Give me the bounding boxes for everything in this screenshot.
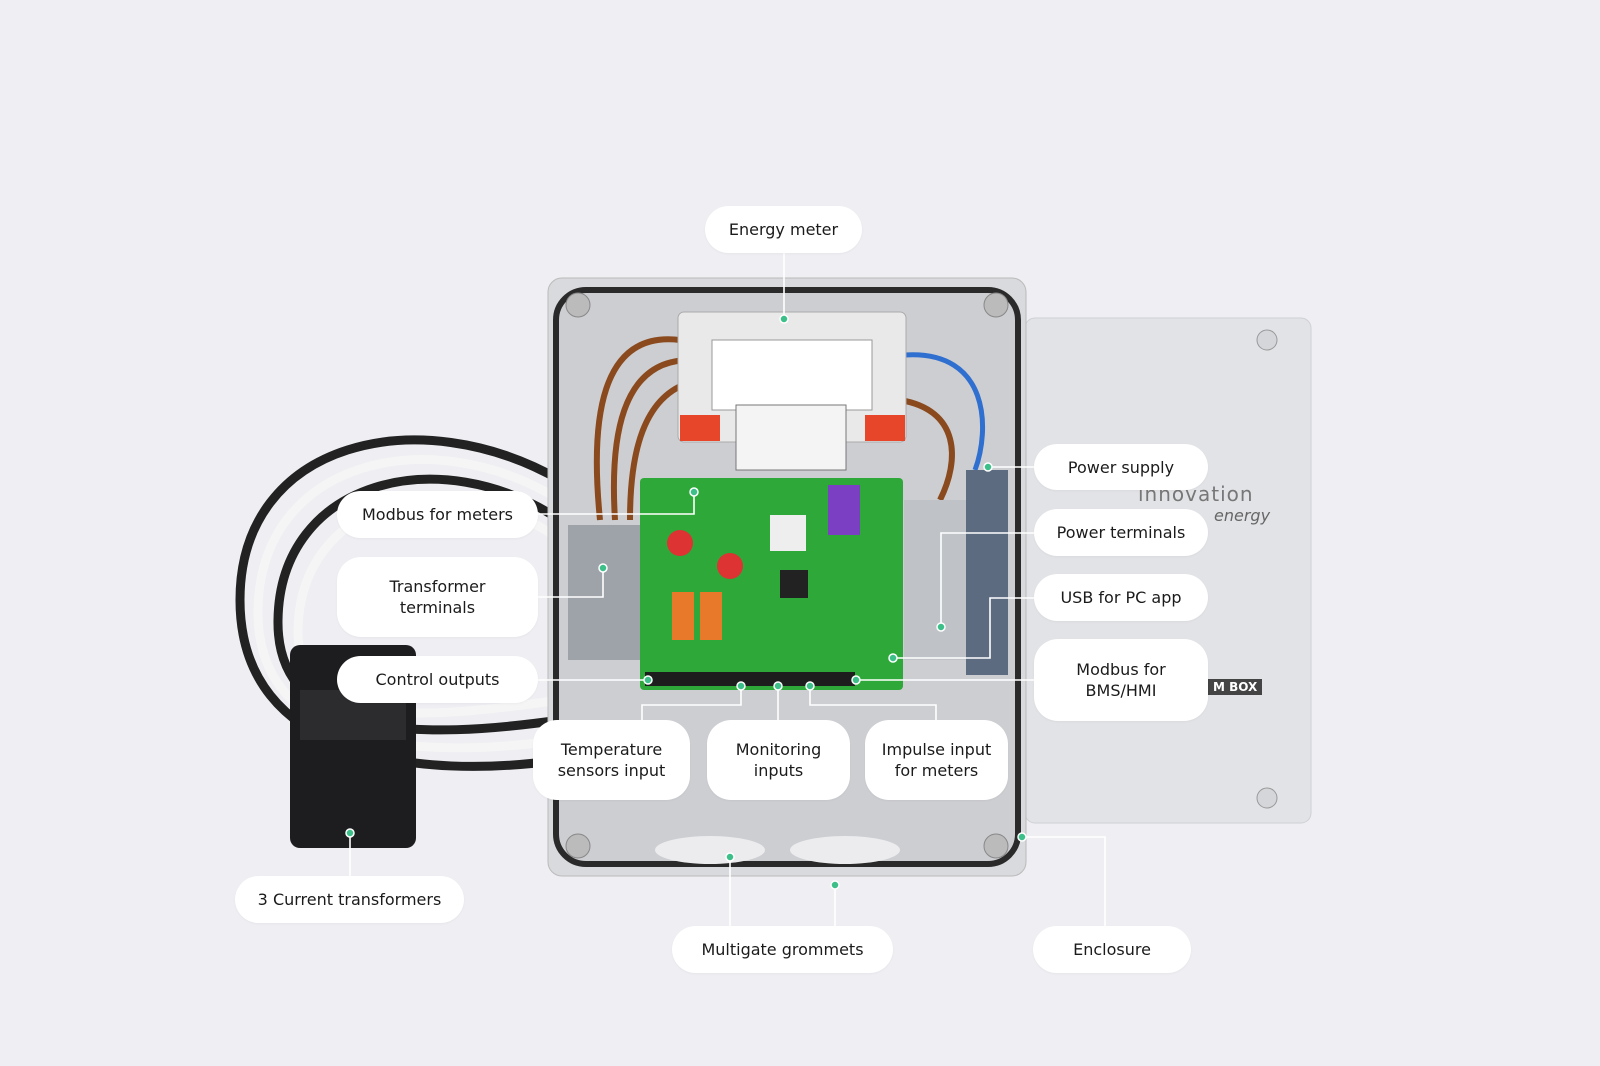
power-supply-module: [966, 470, 1008, 675]
marker-dot: [598, 563, 608, 573]
marker-dot: [773, 681, 783, 691]
grommet: [655, 836, 765, 864]
label-power-terminals: Power terminals: [1034, 509, 1208, 556]
screw-icon: [1256, 329, 1278, 351]
screw-icon: [1256, 787, 1278, 809]
label-temperature-sensors: Temperature sensors input: [533, 720, 690, 800]
brand-logo-sub: energy: [1214, 506, 1271, 525]
label-impulse-input: Impulse input for meters: [865, 720, 1008, 800]
enclosure-cover: [1024, 317, 1312, 824]
marker-dot: [805, 681, 815, 691]
label-power-supply: Power supply: [1034, 444, 1208, 490]
marker-dot: [345, 828, 355, 838]
marker-dot: [851, 675, 861, 685]
label-enclosure: Enclosure: [1033, 926, 1191, 973]
power-terminal-block: [904, 500, 966, 660]
marker-dot: [983, 462, 993, 472]
label-control-outputs: Control outputs: [337, 656, 538, 703]
transformer-terminal-block: [568, 525, 640, 660]
box-tag: M BOX: [1208, 679, 1263, 695]
label-current-transformers: 3 Current transformers: [235, 876, 464, 923]
marker-dot: [888, 653, 898, 663]
grommet: [790, 836, 900, 864]
label-modbus-meters: Modbus for meters: [337, 491, 538, 538]
label-usb-pc-app: USB for PC app: [1034, 574, 1208, 621]
marker-dot: [779, 314, 789, 324]
marker-dot: [725, 852, 735, 862]
marker-dot: [830, 880, 840, 890]
marker-dot: [1017, 832, 1027, 842]
label-multigate-grommets: Multigate grommets: [672, 926, 893, 973]
marker-dot: [936, 622, 946, 632]
marker-dot: [643, 675, 653, 685]
marker-dot: [689, 487, 699, 497]
controller-pcb: [640, 478, 903, 690]
label-monitoring-inputs: Monitoring inputs: [707, 720, 850, 800]
label-modbus-bms: Modbus for BMS/HMI: [1034, 639, 1208, 721]
label-transformer-terminals: Transformer terminals: [337, 557, 538, 637]
label-energy-meter: Energy meter: [705, 206, 862, 253]
marker-dot: [736, 681, 746, 691]
leader-lines: [349, 253, 1106, 926]
